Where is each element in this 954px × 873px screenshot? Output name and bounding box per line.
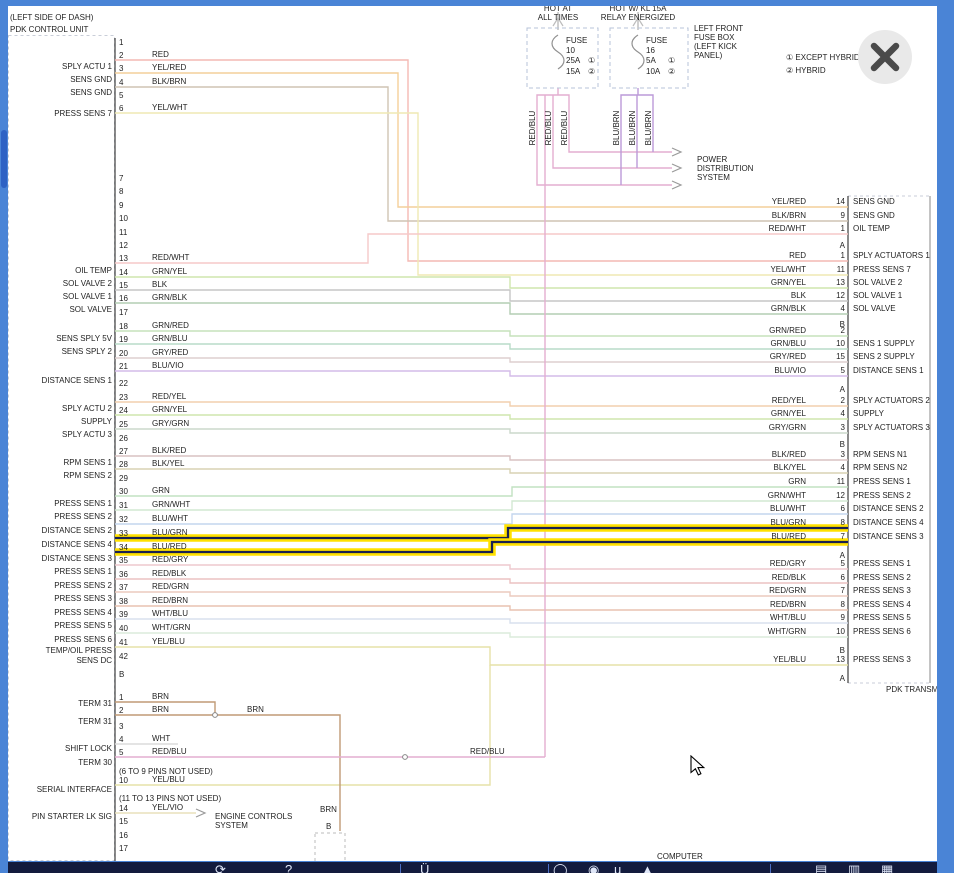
- wire-red-blu[interactable]: [552, 95, 672, 169]
- wire-red[interactable]: [115, 59, 848, 262]
- wire-highlight[interactable]: [115, 524, 848, 542]
- wire-blk[interactable]: [115, 289, 848, 302]
- wire-red-grn[interactable]: [115, 591, 848, 597]
- wire-red-brn[interactable]: [115, 605, 848, 611]
- arrow-up-icon[interactable]: ▲: [641, 862, 654, 873]
- panel-icon-3[interactable]: ▦: [881, 862, 894, 873]
- fuse-symbol: [631, 34, 645, 70]
- arrow-right-icon: [671, 147, 683, 157]
- wire-blk-red[interactable]: [115, 455, 848, 461]
- wire-blu-grn-highlighted[interactable]: [115, 526, 848, 540]
- wire-brn[interactable]: [115, 714, 341, 831]
- circle-icon[interactable]: ◯: [553, 862, 568, 873]
- micro-icon[interactable]: µ: [614, 862, 622, 873]
- stub-connector-box: [314, 832, 346, 863]
- wire-wht-grn[interactable]: [115, 632, 848, 638]
- fuse-symbol: [551, 34, 565, 70]
- wire-yel-blu[interactable]: [115, 665, 491, 786]
- close-button[interactable]: [857, 29, 913, 85]
- wire-red-wht[interactable]: [115, 233, 848, 264]
- wire-red-gry[interactable]: [115, 564, 848, 570]
- panel-icon-1[interactable]: ▤: [815, 862, 828, 873]
- arrow-up-icon: [632, 16, 644, 27]
- wire-wht-blu[interactable]: [115, 618, 848, 624]
- wire-highlight[interactable]: [115, 538, 848, 556]
- wire-blu-brn[interactable]: [638, 94, 654, 152]
- wire-brn[interactable]: [115, 701, 216, 715]
- wire-blu-red-highlighted[interactable]: [115, 540, 848, 554]
- mouse-cursor: [690, 755, 706, 776]
- text-icon[interactable]: Ü: [420, 862, 430, 873]
- arrow-right-icon: [671, 180, 683, 190]
- pdk-control-unit-box: [8, 35, 115, 861]
- wire-grn-yel[interactable]: [115, 276, 848, 289]
- scrollbar-thumb[interactable]: [1, 130, 7, 188]
- wire-red-blk[interactable]: [115, 578, 848, 584]
- toolbar-separator: [548, 864, 549, 873]
- diagram-canvas: [8, 6, 937, 862]
- close-icon: [858, 30, 912, 84]
- arrow-right-icon: [195, 808, 207, 818]
- wire-grn-yel[interactable]: [115, 414, 848, 420]
- wire-blu-wht[interactable]: [115, 513, 848, 525]
- junction-node: [402, 754, 408, 760]
- wire-yel-blu[interactable]: [115, 646, 848, 666]
- wire-yel-red[interactable]: [115, 72, 848, 208]
- wire-red-blu[interactable]: [536, 94, 672, 186]
- wire-grn[interactable]: [115, 486, 848, 497]
- window-frame-top: [0, 0, 954, 6]
- bottom-toolbar: ⟳? Ü ◯ ◉ µ ▲ ▤ ▥ ▦: [8, 862, 937, 873]
- wire-gry-grn[interactable]: [115, 428, 848, 434]
- arrow-right-icon: [671, 163, 683, 173]
- wire-blk-brn[interactable]: [115, 86, 848, 222]
- wire-grn-wht[interactable]: [115, 500, 848, 511]
- junction-node: [212, 712, 218, 718]
- window-frame-right: [937, 6, 954, 873]
- wire-blu-vio[interactable]: [115, 370, 848, 377]
- wire-gry-red[interactable]: [115, 357, 848, 363]
- wire-grn-blk[interactable]: [115, 302, 848, 315]
- wire-red-yel[interactable]: [115, 401, 848, 407]
- wire-yel-wht[interactable]: [115, 112, 848, 276]
- arrow-up-icon: [552, 16, 564, 27]
- wire-blk-yel[interactable]: [115, 468, 848, 474]
- window-frame-left: [0, 6, 8, 873]
- wire-grn-red[interactable]: [115, 330, 848, 337]
- toolbar-separator: [400, 864, 401, 873]
- refresh-icon[interactable]: ⟳: [215, 862, 226, 873]
- wire-grn-blu[interactable]: [115, 343, 848, 350]
- panel-icon-2[interactable]: ▥: [848, 862, 861, 873]
- wire-blu-brn[interactable]: [620, 94, 638, 185]
- wire-red-blu[interactable]: [558, 94, 672, 153]
- pdk-transmission-box: [847, 195, 931, 684]
- toolbar-separator: [770, 864, 771, 873]
- fuse-box: [526, 27, 599, 89]
- help-icon[interactable]: ?: [285, 862, 293, 873]
- record-icon[interactable]: ◉: [588, 862, 600, 873]
- fuse-box: [609, 27, 689, 89]
